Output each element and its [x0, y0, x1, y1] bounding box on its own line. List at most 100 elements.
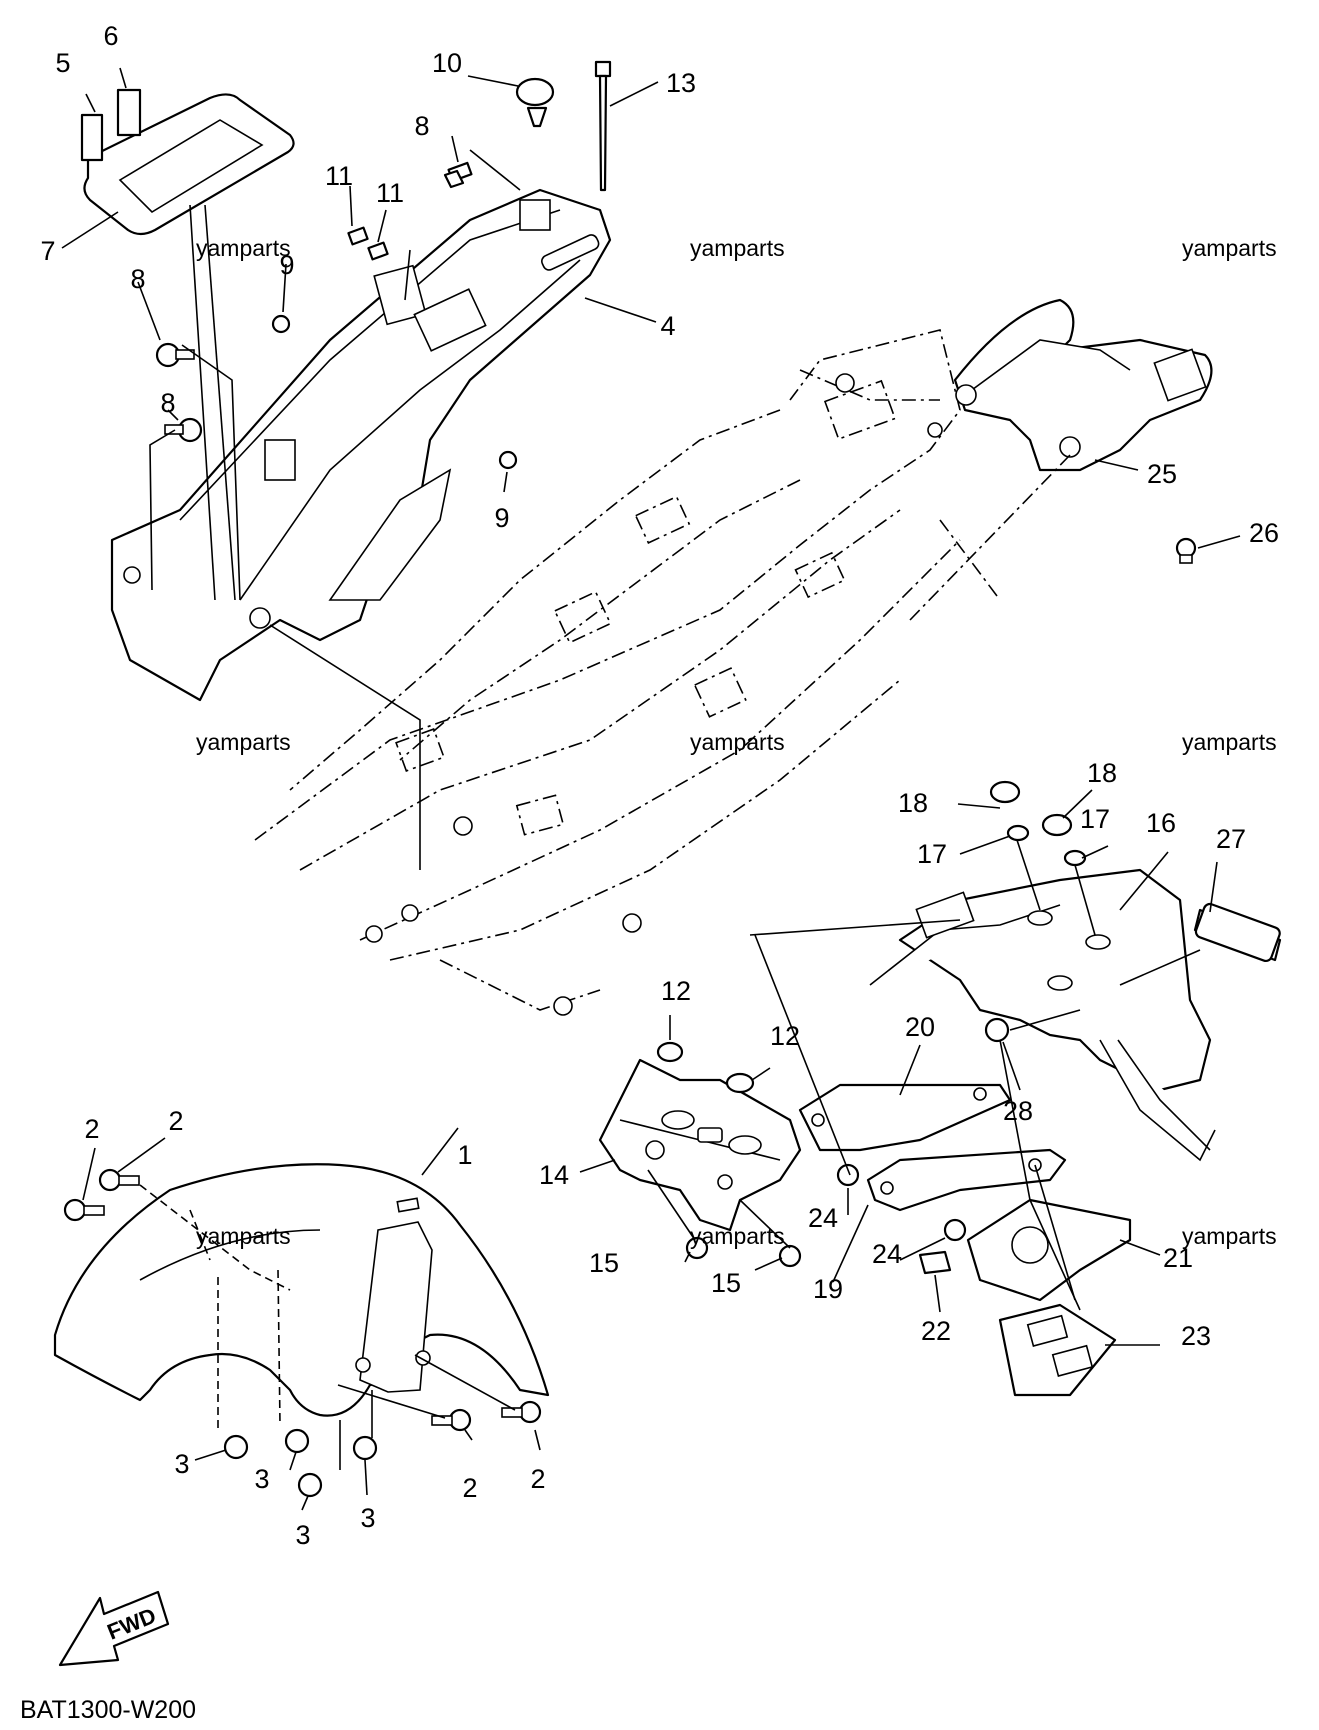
- watermark-7: yamparts: [196, 1223, 291, 1249]
- part-11-nut-b: [367, 241, 389, 261]
- leaders-part-16: [957, 789, 1218, 1091]
- callout-17-left: 17: [917, 839, 947, 869]
- callout-12-b: 12: [770, 1021, 800, 1051]
- part-14-bracket: [598, 1058, 802, 1232]
- callout-24-b: 24: [872, 1239, 902, 1269]
- leaders-part-14: [579, 1015, 791, 1271]
- watermark-5: yamparts: [690, 729, 785, 755]
- callout-23: 23: [1181, 1321, 1211, 1351]
- part-15-nut-b: [778, 1244, 802, 1268]
- part-25-tail-cover: [953, 298, 1213, 472]
- callout-18-left: 18: [898, 788, 928, 818]
- callout-28: 28: [1003, 1096, 1033, 1126]
- part-12-grommet-b: [725, 1072, 755, 1094]
- part-10-clamp: [515, 77, 555, 128]
- part-2-bolt-d: [501, 1400, 542, 1424]
- callout-2-a: 2: [84, 1114, 99, 1144]
- leaders-part-25: [909, 454, 1241, 621]
- part-3-collar-b: [284, 1428, 310, 1454]
- callout-2-c: 2: [462, 1473, 477, 1503]
- callout-17-right: 17: [1080, 804, 1110, 834]
- callout-2-b: 2: [168, 1106, 183, 1136]
- callout-15-b: 15: [711, 1268, 741, 1298]
- watermark-8: yamparts: [690, 1223, 785, 1249]
- part-18-bolt-b: [1041, 813, 1073, 837]
- watermark-1: yamparts: [196, 235, 291, 261]
- part-2-bolt-a: [63, 1198, 105, 1222]
- part-26-screw: [1175, 537, 1197, 564]
- callout-3-d: 3: [360, 1503, 375, 1533]
- callout-2-d: 2: [530, 1464, 545, 1494]
- callout-3-c: 3: [295, 1520, 310, 1550]
- part-15-nut-a: [685, 1236, 709, 1260]
- part-21-license-base: [966, 1198, 1132, 1302]
- watermark-3: yamparts: [1182, 235, 1277, 261]
- part-28-collar: [984, 1017, 1010, 1043]
- part-13-cable-tie: [594, 60, 612, 192]
- part-24-bolt-b: [943, 1218, 967, 1242]
- fwd-arrow: FWD: [58, 1590, 170, 1667]
- part-22-clip: [918, 1250, 952, 1275]
- part-9-grommet-lower: [498, 450, 518, 470]
- part-27-reflector: [1193, 902, 1282, 963]
- part-6-pad: [116, 88, 142, 137]
- callout-18-right: 18: [1087, 758, 1117, 788]
- callout-4: 4: [660, 311, 675, 341]
- part-7-tray-cover: [83, 93, 295, 236]
- callout-9-upper: 9: [279, 250, 294, 280]
- watermark-6: yamparts: [1182, 729, 1277, 755]
- part-17-washer-a: [1006, 824, 1030, 842]
- part-2-bolt-b: [98, 1168, 140, 1192]
- callout-22: 22: [921, 1316, 951, 1346]
- callout-14: 14: [539, 1160, 569, 1190]
- part-8-bolt-left: [155, 342, 195, 368]
- part-20-plate: [798, 1083, 1012, 1152]
- callout-3-b: 3: [254, 1464, 269, 1494]
- callout-8-top: 8: [414, 111, 429, 141]
- leaders-part-19-24: [749, 919, 1161, 1346]
- callout-8-left: 8: [130, 264, 145, 294]
- part-24-bolt-a: [836, 1163, 860, 1187]
- diagram-code: BAT1300-W200: [20, 1696, 196, 1724]
- callout-27: 27: [1216, 824, 1246, 854]
- leaders-part-1: [82, 1127, 541, 1511]
- callout-10: 10: [432, 48, 462, 78]
- callout-6: 6: [103, 21, 118, 51]
- part-4-rear-fender-tray: [110, 188, 612, 702]
- part-3-collar-c: [297, 1472, 323, 1498]
- watermark-2: yamparts: [690, 235, 785, 261]
- callout-1: 1: [457, 1140, 472, 1170]
- callout-21: 21: [1163, 1243, 1193, 1273]
- part-5-pad: [80, 113, 104, 162]
- part-3-collar-d: [352, 1435, 378, 1461]
- part-9-grommet-upper: [271, 314, 291, 334]
- callout-25: 25: [1147, 459, 1177, 489]
- leaders-upper-left: [61, 67, 659, 870]
- part-2-bolt-c: [431, 1408, 472, 1432]
- part-16-license-bracket: [869, 868, 1216, 1162]
- watermark-4: yamparts: [196, 729, 291, 755]
- part-11-nut-a: [347, 226, 369, 246]
- part-19-plate: [866, 1148, 1067, 1212]
- callout-15-a: 15: [589, 1248, 619, 1278]
- part-23-gasket: [998, 1303, 1117, 1397]
- part-1-front-fender: [53, 1163, 550, 1417]
- callout-11-a: 11: [325, 161, 353, 191]
- callout-20: 20: [905, 1012, 935, 1042]
- callout-13: 13: [666, 68, 696, 98]
- callout-3-a: 3: [174, 1449, 189, 1479]
- part-3-collar-a: [223, 1434, 249, 1460]
- callout-8-lower: 8: [160, 388, 175, 418]
- callout-19: 19: [813, 1274, 843, 1304]
- part-8-bolt-top: [443, 161, 473, 189]
- callout-26: 26: [1249, 518, 1279, 548]
- callout-24-a: 24: [808, 1203, 838, 1233]
- watermark-9: yamparts: [1182, 1223, 1277, 1249]
- rear-frame-outline: [254, 329, 961, 1016]
- callout-16: 16: [1146, 808, 1176, 838]
- callout-12-a: 12: [661, 976, 691, 1006]
- callout-9-lower: 9: [494, 503, 509, 533]
- part-12-grommet-a: [656, 1041, 684, 1063]
- part-18-bolt-a: [989, 780, 1021, 804]
